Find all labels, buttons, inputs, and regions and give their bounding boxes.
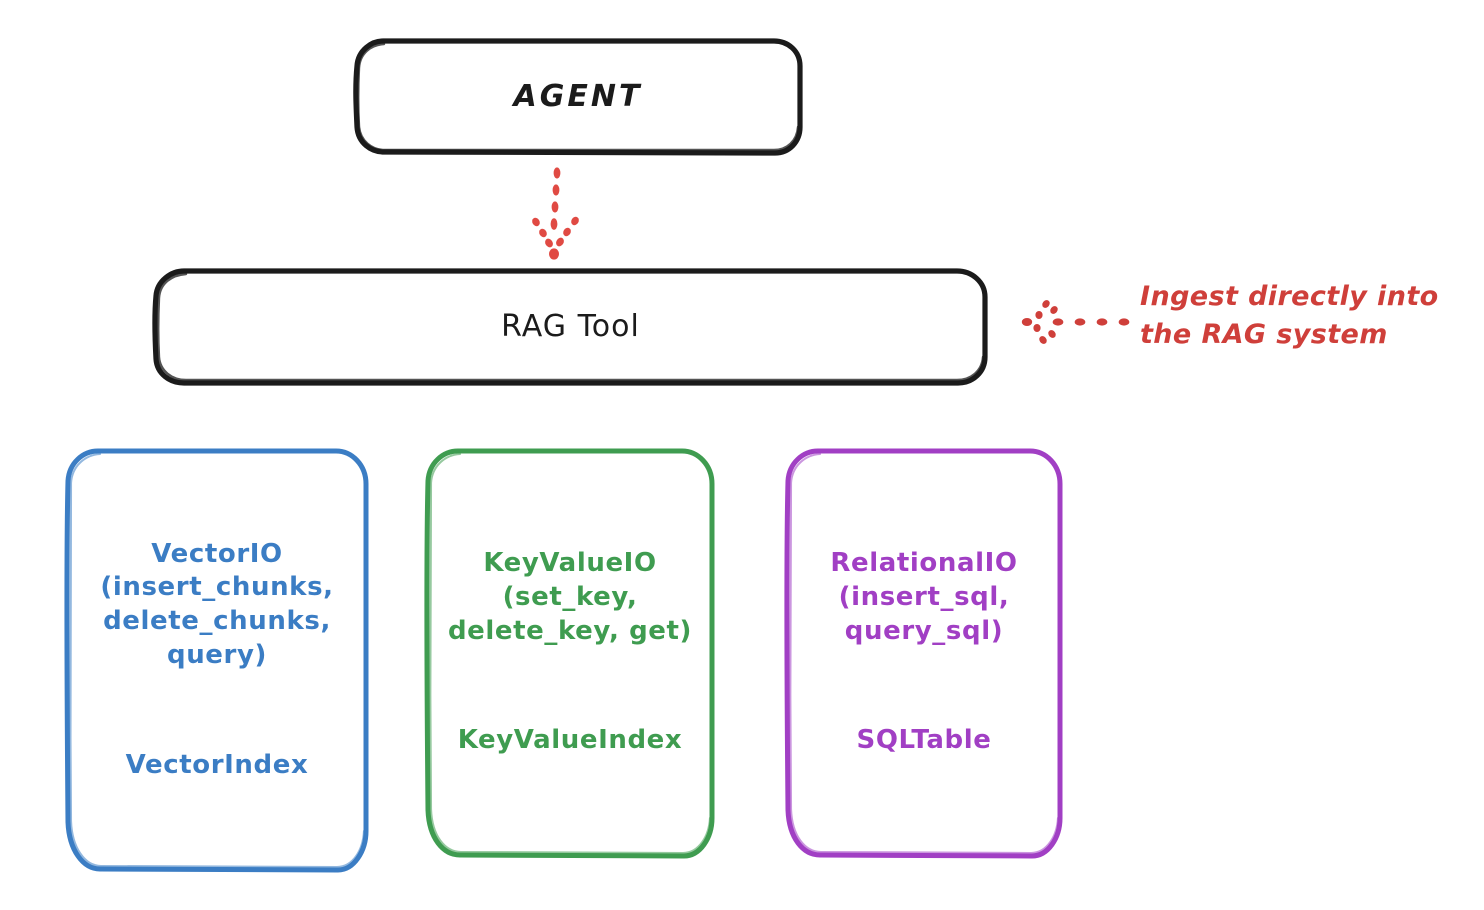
relational-io-node[interactable]: RelationalIO (insert_sql, query_sql) SQL… <box>788 450 1060 855</box>
key-value-io-api-text: KeyValueIO (set_key, delete_key, get) <box>447 548 693 646</box>
vector-io-label: VectorIO (insert_chunks, delete_chunks, … <box>100 504 333 816</box>
vector-index-text: VectorIndex <box>125 749 309 780</box>
ingest-arrow <box>1021 300 1130 344</box>
rag-tool-label: RAG Tool <box>501 309 640 344</box>
ingest-annotation-text: Ingest directly into the RAG system <box>1140 281 1439 351</box>
rag-tool-node[interactable]: RAG Tool <box>155 270 986 383</box>
key-value-index-text: KeyValueIndex <box>457 725 683 756</box>
key-value-io-label: KeyValueIO (set_key, delete_key, get) Ke… <box>448 513 692 792</box>
agent-node[interactable]: AGENT <box>355 40 801 153</box>
agent-label: AGENT <box>513 79 643 114</box>
agent-to-rag-arrow <box>532 167 579 260</box>
relational-io-label: RelationalIO (insert_sql, query_sql) SQL… <box>830 513 1017 792</box>
vector-io-node[interactable]: VectorIO (insert_chunks, delete_chunks, … <box>68 450 366 870</box>
vector-io-api-text: VectorIO (insert_chunks, delete_chunks, … <box>100 538 334 670</box>
sql-table-text: SQLTable <box>856 725 992 756</box>
relational-io-api-text: RelationalIO (insert_sql, query_sql) <box>830 548 1018 646</box>
key-value-io-node[interactable]: KeyValueIO (set_key, delete_key, get) Ke… <box>428 450 712 855</box>
